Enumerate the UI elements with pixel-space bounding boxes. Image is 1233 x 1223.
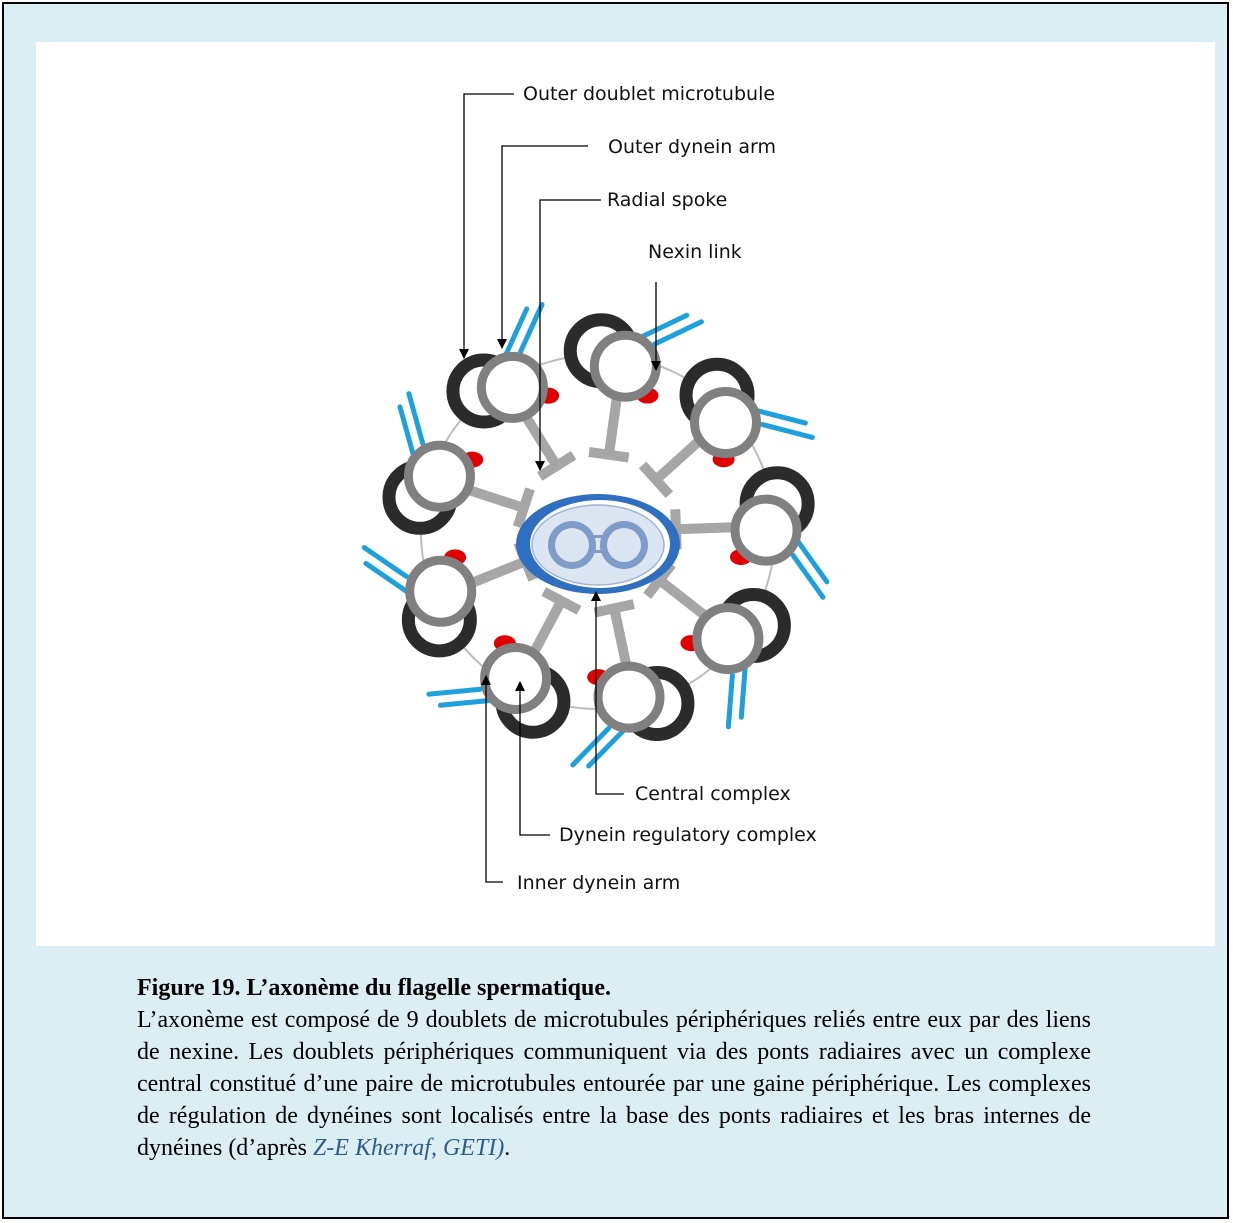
axoneme-diagram: Outer doublet microtubule Outer dynein a…	[361, 83, 830, 894]
label-outer-doublet: Outer doublet microtubule	[523, 83, 775, 105]
outer-dynein-arm	[570, 725, 612, 768]
a-tubule	[589, 330, 661, 402]
radial-spoke	[656, 576, 712, 623]
figure-caption: Figure 19. L’axonème du flagelle spermat…	[137, 972, 1091, 1164]
a-tubule	[403, 440, 475, 512]
radial-spoke	[466, 556, 528, 590]
radial-spoke-head	[588, 447, 630, 463]
radial-spoke	[609, 607, 632, 670]
radial-spoke-head	[512, 487, 535, 529]
label-radial-spoke: Radial spoke	[607, 189, 727, 211]
a-tubule	[480, 642, 552, 714]
a-tubule	[692, 603, 764, 675]
radial-spoke	[527, 598, 566, 658]
caption-title: Figure 19. L’axonème du flagelle spermat…	[137, 975, 611, 1001]
outer-dynein-arm	[652, 319, 704, 347]
callout-lines	[459, 93, 661, 883]
outer-dynein-arm	[361, 545, 410, 580]
label-inner-dynein-arm: Inner dynein arm	[517, 872, 680, 894]
label-central-complex: Central complex	[635, 783, 791, 805]
figure-panel: Outer doublet microtubule Outer dynein a…	[36, 42, 1215, 946]
label-nexin-link: Nexin link	[648, 241, 742, 263]
radial-spoke-head	[541, 587, 582, 615]
a-tubule	[690, 387, 762, 459]
caption-credit: Z-E Kherraf, GETI)	[312, 1135, 505, 1161]
radial-spoke-head	[537, 451, 577, 481]
radial-spoke	[652, 434, 706, 484]
central-complex	[516, 494, 680, 594]
label-dynein-regulatory-complex: Dynein regulatory complex	[559, 824, 817, 846]
a-tubule	[405, 555, 477, 627]
caption-end: .	[504, 1135, 511, 1161]
outer-dynein-arm	[406, 391, 426, 447]
radial-spoke	[603, 392, 623, 456]
outer-dynein-arm	[518, 301, 545, 355]
radial-spoke-head	[638, 461, 674, 499]
a-tubule	[476, 351, 548, 423]
outer-dynein-arm	[790, 552, 826, 600]
radial-spokes	[463, 392, 739, 670]
a-tubule	[730, 494, 802, 566]
outer-doublets	[382, 313, 815, 741]
radial-spoke	[463, 483, 526, 513]
a-tubule	[593, 661, 665, 733]
outer-dynein-arm	[725, 672, 735, 730]
label-outer-dynein-arm: Outer dynein arm	[608, 136, 776, 158]
radial-spoke	[675, 522, 739, 535]
outer-dynein-arm	[759, 421, 815, 440]
caption-body: L’axonème est composé de 9 doublets de m…	[137, 1007, 1091, 1161]
radial-spoke-head	[593, 599, 635, 618]
outer-dynein-arm	[426, 686, 483, 697]
